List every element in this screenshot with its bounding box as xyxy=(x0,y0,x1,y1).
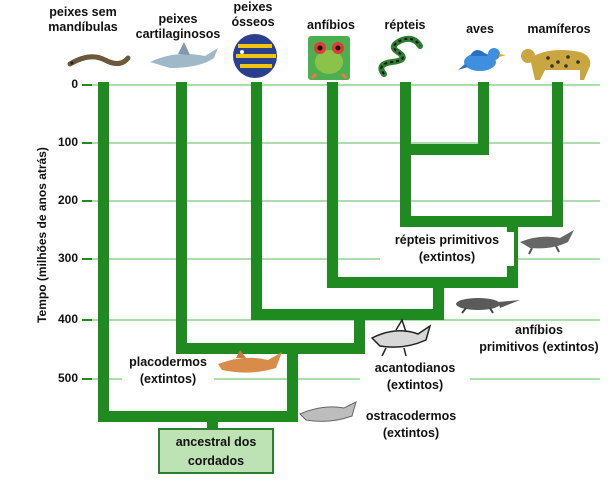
branch-amniote-split xyxy=(400,216,563,227)
label-line: anfíbios xyxy=(515,323,563,337)
branch-root-horizontal xyxy=(98,411,298,422)
bony-fish-icon xyxy=(233,34,277,78)
branch-reptile-bird-split xyxy=(400,144,489,155)
ancestor-line: cordados xyxy=(187,454,245,468)
branch-birds xyxy=(478,82,489,155)
branch-reptiles xyxy=(400,82,411,155)
taxon-label-line: peixes xyxy=(233,0,273,14)
label-line: (extintos) xyxy=(382,426,440,440)
taxon-label-mammals: mamíferos xyxy=(527,22,591,36)
label-primitive-reptiles: répteis primitivos (extintos) xyxy=(380,232,514,266)
label-line: (extintos) xyxy=(139,372,197,386)
branch-bony-stem xyxy=(354,309,365,354)
taxon-label-line: peixes sem xyxy=(49,5,117,19)
branch-cartilaginous-fish xyxy=(176,82,187,354)
taxon-label-cartilaginous-fish: peixes cartilaginosos xyxy=(128,12,228,42)
ostracoderm-icon xyxy=(299,401,357,422)
branch-jawless-fish xyxy=(98,82,109,422)
label-line: primitivos (extintos) xyxy=(479,340,599,354)
taxon-label-line: mandíbulas xyxy=(48,20,118,34)
taxon-label-birds: aves xyxy=(466,22,494,36)
label-line: répteis primitivos xyxy=(394,233,500,247)
branch-gnathostome-stem xyxy=(287,343,298,422)
branch-bony-fish xyxy=(251,82,262,320)
taxon-label-reptiles: répteis xyxy=(384,18,426,32)
branch-placoderm-split xyxy=(176,343,365,354)
jaguar-icon xyxy=(521,49,591,80)
acanthodian-icon xyxy=(370,318,432,357)
tick-label-300: 300 xyxy=(57,251,78,265)
label-ostracoderms: ostracodermos (extintos) xyxy=(356,408,466,442)
taxon-label-jawless-fish: peixes sem mandíbulas xyxy=(28,5,138,35)
branch-mammals xyxy=(552,82,563,227)
tick-label-0: 0 xyxy=(71,77,78,91)
branch-tetrapod-stem xyxy=(433,277,444,320)
label-line: acantodianos xyxy=(374,361,456,375)
taxon-label-line: cartilaginosos xyxy=(135,27,221,41)
primitive-reptile-icon xyxy=(520,230,574,255)
tree-branches xyxy=(98,82,563,432)
label-placoderms: placodermos (extintos) xyxy=(122,354,214,388)
label-acanthodians: acantodianos (extintos) xyxy=(360,360,470,394)
taxon-label-amphibians: anfíbios xyxy=(307,18,355,32)
primitive-amphibian-icon xyxy=(456,298,520,314)
label-line: ostracodermos xyxy=(365,409,457,423)
shark-icon xyxy=(150,42,218,68)
tick-label-500: 500 xyxy=(57,371,78,385)
label-line: placodermos xyxy=(129,355,207,369)
branch-reptile-bird-stem xyxy=(400,144,411,227)
taxon-label-line: ósseos xyxy=(231,15,275,29)
time-axis-label: Tempo (milhões de anos atrás) xyxy=(35,147,49,323)
tick-label-200: 200 xyxy=(57,193,78,207)
lamprey-icon xyxy=(67,54,131,67)
tick-label-100: 100 xyxy=(57,135,78,149)
label-line: (extintos) xyxy=(386,378,444,392)
frog-icon xyxy=(308,36,350,80)
label-line: (extintos) xyxy=(418,250,476,264)
tick-label-400: 400 xyxy=(57,312,78,326)
branch-amphibians xyxy=(327,82,338,288)
bird-icon xyxy=(458,48,506,71)
taxon-label-bony-fish: peixes ósseos xyxy=(218,0,288,30)
axis-ticks xyxy=(82,84,92,380)
ancestor-line: ancestral dos xyxy=(175,435,257,449)
branch-acanthodian-split xyxy=(251,309,444,320)
snake-icon xyxy=(378,35,423,77)
taxon-label-line: peixes xyxy=(158,12,198,26)
label-primitive-amphibians: anfíbios primitivos (extintos) xyxy=(466,322,612,356)
branch-amphibian-split xyxy=(327,277,518,288)
branch-ancestor-stem xyxy=(207,416,218,432)
placoderm-icon xyxy=(218,350,282,373)
chordate-ancestor-box: ancestral dos cordados xyxy=(158,428,274,474)
